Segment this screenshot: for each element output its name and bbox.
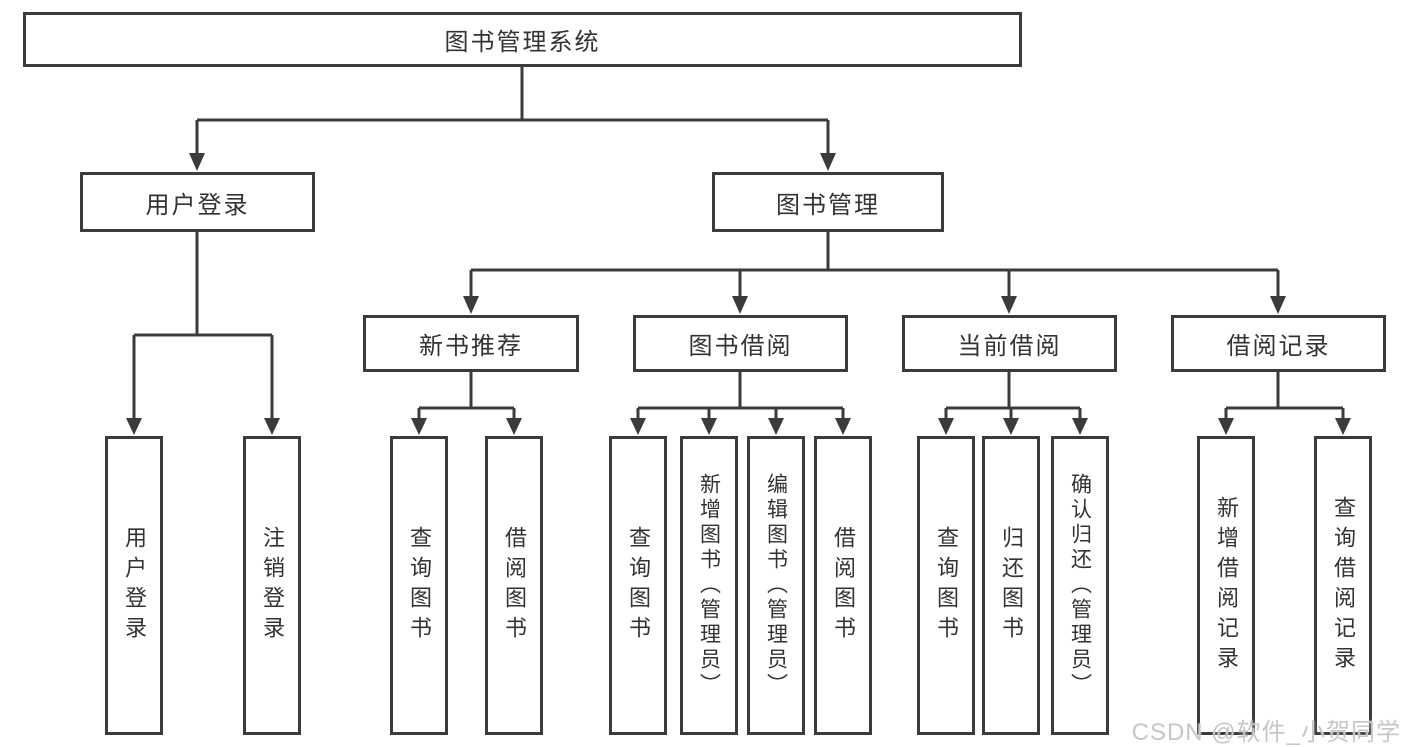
connector-root-level2 [195,67,830,153]
leaf-label: 编辑图书（管理员） [764,473,788,698]
arrowhead [820,153,836,171]
node-book-management: 图书管理 [712,172,944,232]
arrowhead [189,153,205,171]
connector-records-leaves [1224,372,1345,418]
connector-newbook-leaves [417,372,516,418]
leaf-label: 确认归还（管理员） [1068,473,1092,698]
node-user-login: 用户登录 [80,172,315,232]
leaf-records-add: 新增借阅记录 [1197,436,1255,735]
arrowhead [463,296,479,314]
node-new-book-recommend: 新书推荐 [363,315,579,372]
leaf-logout: 注销登录 [243,436,301,735]
arrowhead [264,418,280,435]
arrowhead [768,418,784,435]
arrowhead [126,418,142,435]
leaf-records-query: 查询借阅记录 [1314,436,1372,735]
arrowhead [1001,296,1017,314]
connector-currentborrow-leaves [944,372,1082,418]
arrowhead [506,418,522,435]
leaf-borrow-edit-admin: 编辑图书（管理员） [747,436,805,735]
leaf-current-query: 查询图书 [917,436,975,735]
leaf-user-login: 用户登录 [105,436,163,735]
leaf-borrow-add-admin: 新增图书（管理员） [680,436,738,735]
leaf-label: 查询图书 [626,525,651,646]
leaf-label: 借阅图书 [831,525,856,646]
arrowhead [1270,296,1286,314]
arrowhead [835,418,851,435]
leaf-current-return: 归还图书 [982,436,1040,735]
leaf-newbook-borrow: 借阅图书 [485,436,543,735]
connector-userlogin-leaves [132,232,274,418]
csdn-watermark: CSDN @软件_小贺同学 [1131,719,1401,746]
leaf-label: 借阅图书 [502,525,527,646]
connector-bookborrow-leaves [636,372,845,418]
arrowhead [1072,418,1088,435]
leaf-label: 查询借阅记录 [1331,495,1356,676]
arrowhead [1335,418,1351,435]
arrowhead [938,418,954,435]
node-borrow-records: 借阅记录 [1171,315,1386,372]
leaf-borrow-query: 查询图书 [609,436,667,735]
arrowhead [701,418,717,435]
leaf-label: 新增图书（管理员） [697,473,721,698]
leaf-label: 查询图书 [934,525,959,646]
arrowhead [1218,418,1234,435]
leaf-label: 归还图书 [999,525,1024,646]
arrowhead [411,418,427,435]
arrowhead [732,296,748,314]
leaf-label: 用户登录 [122,525,147,646]
leaf-label: 注销登录 [260,525,285,646]
connector-bookmgmt-level3 [469,232,1280,296]
node-current-borrow: 当前借阅 [902,315,1117,372]
node-book-borrow: 图书借阅 [633,315,848,372]
node-root: 图书管理系统 [23,12,1022,67]
leaf-label: 新增借阅记录 [1214,495,1239,676]
leaf-borrow-borrow: 借阅图书 [814,436,872,735]
leaf-current-confirm-admin: 确认归还（管理员） [1051,436,1109,735]
arrowhead [630,418,646,435]
leaf-label: 查询图书 [407,525,432,646]
arrowhead [1003,418,1019,435]
leaf-newbook-query: 查询图书 [390,436,448,735]
